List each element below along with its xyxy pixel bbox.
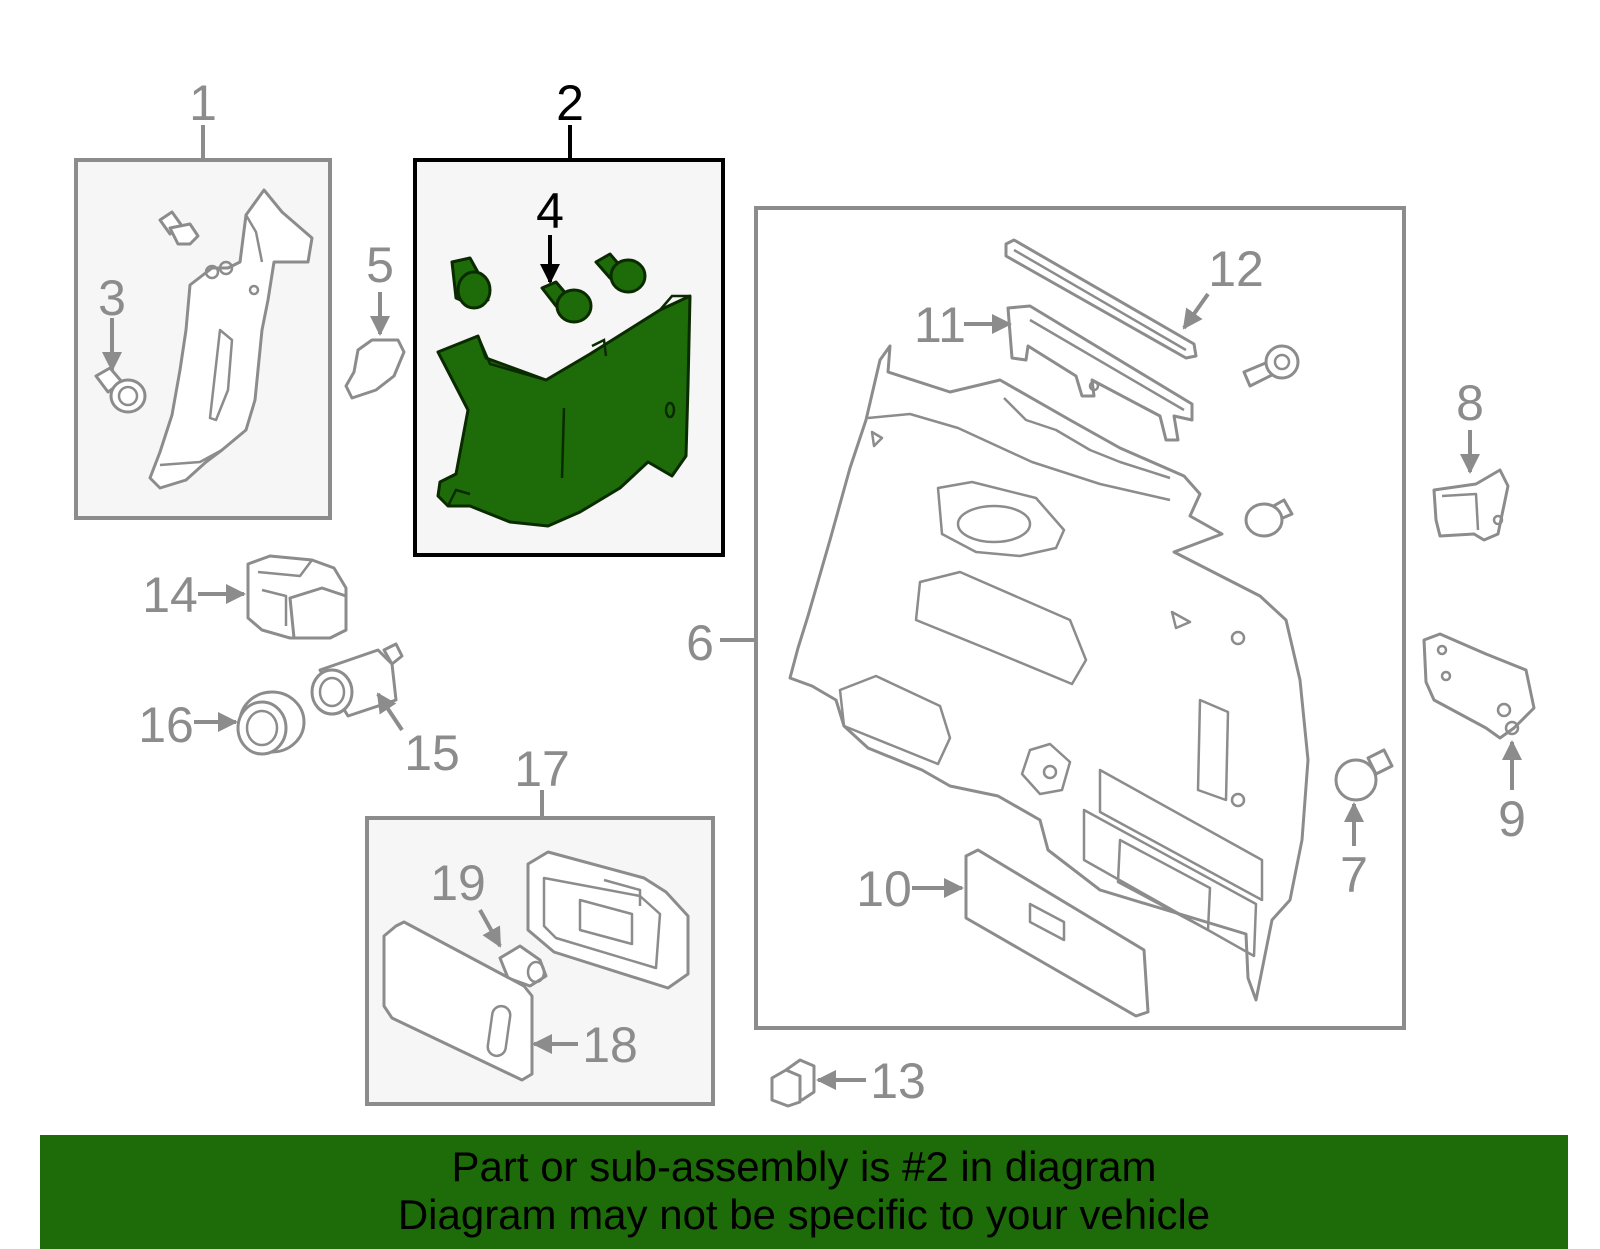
- callout-11: 11: [914, 297, 966, 353]
- callout-5: 5: [366, 237, 394, 293]
- callout-4: 4: [536, 183, 564, 239]
- quarter-trim-panel-6: [788, 344, 1310, 1002]
- cigarette-lighter-icon: [310, 642, 404, 718]
- callout-19: 19: [430, 855, 486, 911]
- part-16-group: 16: [138, 690, 306, 756]
- green-clip-4-icon: [540, 280, 593, 324]
- callout-13: 13: [870, 1053, 926, 1109]
- callout-7: 7: [1340, 847, 1368, 903]
- assembly-1-group: 1 3: [74, 75, 332, 520]
- callout-9: 9: [1498, 791, 1526, 847]
- callout-15-arrow: [376, 692, 404, 732]
- callout-14: 14: [142, 567, 198, 623]
- pushpin-clip-icon: [158, 210, 200, 246]
- clip-3-icon: [94, 366, 147, 414]
- green-clip-left-icon: [450, 256, 492, 310]
- clip-13-icon: [770, 1058, 816, 1108]
- part-5-group: 5: [344, 237, 406, 400]
- bracket-11: [1006, 304, 1194, 442]
- pushpin-clip-icon: [1334, 748, 1394, 802]
- pushpin-clip-icon: [1244, 498, 1294, 538]
- callout-12: 12: [1208, 241, 1264, 297]
- green-clip-right-icon: [594, 252, 647, 294]
- bracket-8-icon: [1432, 468, 1510, 542]
- part-5-icon: [344, 338, 406, 400]
- callout-12-arrow: [1182, 292, 1210, 330]
- assembly-6-group: 6 12 11: [686, 206, 1406, 1030]
- part-14-group: 14: [142, 554, 348, 640]
- part-13-group: 13: [770, 1053, 926, 1109]
- callout-18: 18: [582, 1017, 638, 1073]
- power-socket-icon: [236, 690, 306, 756]
- assembly-17-group: 17 19 18: [365, 741, 715, 1106]
- callout-1: 1: [189, 75, 217, 131]
- callout-17: 17: [514, 741, 570, 797]
- part-15-group: 15: [310, 642, 460, 781]
- part-8-group: 8: [1432, 375, 1510, 542]
- notice-line-2: Diagram may not be specific to your vehi…: [397, 1191, 1211, 1238]
- callout-10: 10: [856, 861, 912, 917]
- callout-16: 16: [138, 697, 194, 753]
- part-9-group: 9: [1422, 632, 1536, 847]
- lamp-lens-icon: [382, 920, 534, 1082]
- callout-3: 3: [98, 270, 126, 326]
- notice-line-1: Part or sub-assembly is #2 in diagram: [451, 1143, 1157, 1190]
- callout-6: 6: [686, 615, 714, 671]
- lamp-housing-icon: [526, 850, 690, 990]
- switch-icon: [246, 554, 348, 640]
- callout-2: 2: [556, 75, 584, 131]
- assembly-2-group: 2 4: [413, 75, 725, 557]
- part-7-group: 7: [1334, 748, 1394, 903]
- panel-10: [964, 848, 1150, 1018]
- callout-19-arrow: [478, 909, 502, 948]
- callout-8: 8: [1456, 375, 1484, 431]
- callout-15: 15: [404, 725, 460, 781]
- notice-banner: Part or sub-assembly is #2 in diagram Di…: [40, 1135, 1568, 1249]
- screw-icon: [1242, 344, 1300, 388]
- bracket-9-icon: [1422, 632, 1536, 740]
